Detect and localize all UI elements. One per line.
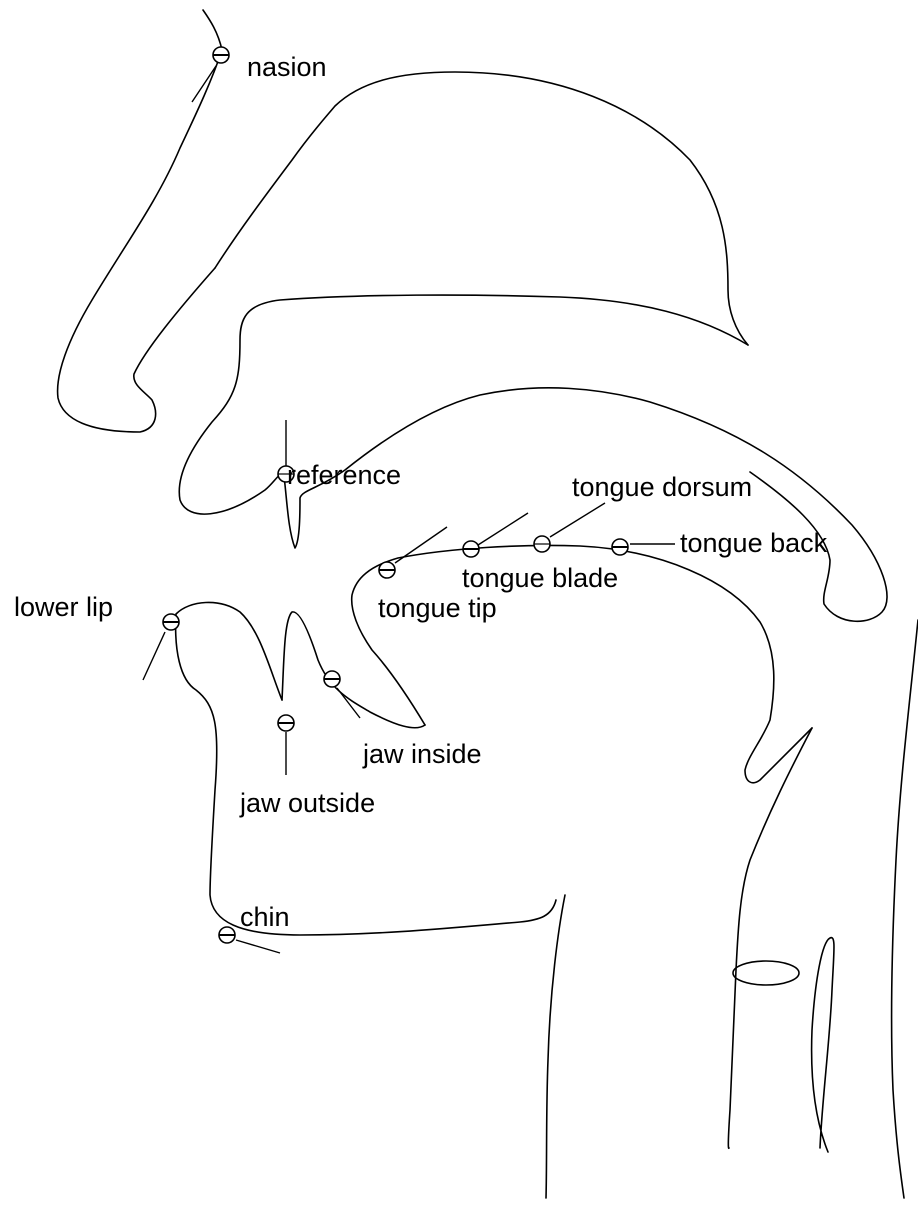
- larynx-ring: [733, 961, 799, 985]
- tongue-blade-leader: [478, 513, 528, 545]
- tongue-tip-leader: [395, 527, 447, 563]
- tongue-dorsum-leader: [550, 503, 605, 537]
- forehead-nose-outline: [58, 10, 222, 432]
- skull-nasal-cavity-outline: [215, 72, 748, 345]
- nasion-label: nasion: [247, 52, 327, 82]
- nasion-marker: [213, 47, 229, 63]
- lower-lip-leader: [143, 632, 165, 680]
- chin-label: chin: [240, 902, 290, 932]
- jaw-inside-label: jaw inside: [362, 739, 482, 769]
- epiglottis-outline: [812, 938, 834, 1152]
- tongue-blade-marker: [463, 541, 479, 557]
- lower-lip-label: lower lip: [14, 592, 113, 622]
- tongue-tip-marker: [379, 562, 395, 578]
- tongue-back-label: tongue back: [680, 528, 828, 558]
- tongue-back-marker: [612, 539, 628, 555]
- lower-lip-marker: [163, 614, 179, 630]
- jaw-outside-label: jaw outside: [239, 788, 375, 818]
- neck-front-outline: [546, 895, 565, 1198]
- pharynx-wall-outline: [728, 728, 812, 1148]
- tongue-tip-label: tongue tip: [378, 593, 497, 623]
- jaw-outside-marker: [278, 715, 294, 731]
- jaw-inside-marker: [324, 671, 340, 687]
- tongue-dorsum-label: tongue dorsum: [572, 472, 752, 502]
- tongue-dorsum-marker: [534, 536, 550, 552]
- chin-marker: [219, 927, 235, 943]
- chin-leader: [236, 940, 280, 953]
- posterior-pharynx-wall-outline: [892, 620, 918, 1198]
- reference-label: reference: [287, 460, 401, 490]
- tongue-blade-label: tongue blade: [462, 563, 618, 593]
